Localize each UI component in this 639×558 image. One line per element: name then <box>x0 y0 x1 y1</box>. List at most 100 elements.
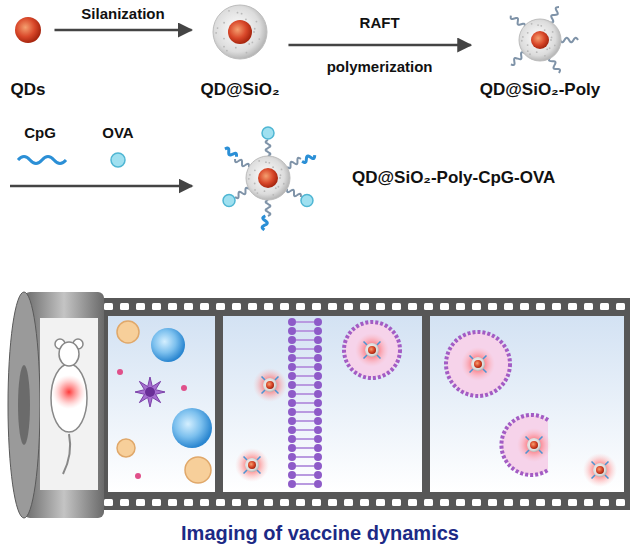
nanoparticle-part <box>262 216 267 230</box>
vaccine-particle-icon <box>355 333 389 367</box>
nanoparticle-part <box>560 38 578 43</box>
nanoparticle-part <box>522 36 524 38</box>
film-strip <box>488 303 497 310</box>
vaccine-particle-icon <box>592 462 596 466</box>
nanoparticle-part <box>256 21 258 23</box>
cell-membrane <box>296 429 314 431</box>
film-strip <box>152 303 161 310</box>
film-strip <box>328 303 337 310</box>
nanoparticle-part <box>248 178 250 180</box>
film-strip <box>376 303 385 310</box>
nanoparticle-part <box>527 50 529 52</box>
nanoparticle-part <box>301 195 313 207</box>
nanoparticle-part <box>223 22 225 24</box>
nanoparticle-part <box>228 20 252 44</box>
film-strip <box>600 499 609 506</box>
vaccine-particle-icon <box>517 428 551 462</box>
vaccine-particle-icon <box>275 390 279 394</box>
film-strip <box>136 499 145 506</box>
nanoparticle-part <box>215 32 217 34</box>
nanoparticle-part <box>254 189 256 191</box>
immune-cells <box>172 408 212 448</box>
ova-antigen <box>111 153 125 167</box>
nanoparticle-part <box>228 10 230 12</box>
vaccine-particle-icon <box>592 475 596 479</box>
film-strip <box>408 499 417 506</box>
film-strip <box>296 499 305 506</box>
vaccine-particle-icon <box>364 355 368 359</box>
cell-membrane <box>314 354 322 362</box>
reaction-arrow <box>288 44 470 47</box>
cell-membrane <box>296 357 314 359</box>
nanoparticle-part <box>258 168 278 188</box>
vaccine-particle-icon <box>526 450 530 454</box>
film-strip <box>430 316 624 492</box>
nanoparticle-part <box>254 169 256 171</box>
film-strip <box>312 499 321 506</box>
immune-cells <box>117 321 212 483</box>
conjugation-arrow <box>10 185 192 188</box>
film-strip <box>120 303 129 310</box>
cell-membrane <box>288 318 322 488</box>
cell-membrane <box>314 399 322 407</box>
film-strip <box>280 303 289 310</box>
film-strip <box>360 499 369 506</box>
film-strip <box>232 499 241 506</box>
film-strip <box>184 303 193 310</box>
nanoparticle-part <box>225 148 237 157</box>
cell-membrane <box>296 411 314 413</box>
film-strip <box>568 499 577 506</box>
film-strip <box>296 303 305 310</box>
film-strip <box>223 316 422 492</box>
vaccine-particle-icon <box>474 360 482 368</box>
nanoparticle-part <box>223 46 225 48</box>
cell-membrane <box>314 462 322 470</box>
cell-membrane <box>314 372 322 380</box>
nanoparticle-part <box>521 40 523 42</box>
nanoparticle-part <box>552 31 554 33</box>
nanoparticle-part <box>302 155 315 162</box>
film-roll <box>40 318 98 490</box>
nanoparticle-part <box>249 174 251 176</box>
nanoparticle-part <box>511 7 578 73</box>
nanoparticle-part <box>277 186 279 188</box>
cell-membrane <box>314 417 322 425</box>
nanoparticle-part <box>551 37 553 39</box>
film-strip <box>152 499 161 506</box>
vaccine-particle-icon <box>365 343 379 357</box>
film-strip <box>344 303 353 310</box>
vaccine-particle-icon <box>530 441 538 449</box>
cell-membrane <box>288 363 296 371</box>
film-strip <box>504 303 513 310</box>
nanoparticle-part <box>529 53 531 55</box>
cell-membrane <box>314 435 322 443</box>
nanoparticle-part <box>544 29 546 31</box>
nanoparticle-part <box>237 12 239 14</box>
film-strip <box>568 303 577 310</box>
film-strip <box>440 499 449 506</box>
cell-membrane <box>288 399 296 407</box>
cell-membrane <box>296 465 314 467</box>
cell-membrane <box>288 408 296 416</box>
vaccine-particle-icon <box>235 333 617 487</box>
nanoparticle-node: QD@SiO₂ <box>198 2 283 102</box>
film-strip <box>344 499 353 506</box>
cell-membrane <box>296 321 314 323</box>
nanoparticle-part <box>268 162 270 164</box>
film-strip <box>520 303 529 310</box>
cell-membrane <box>314 471 322 479</box>
nanoparticle-part <box>279 177 281 179</box>
nanoparticle-node: QD@SiO₂-Poly-CpG-OVA <box>214 124 561 232</box>
film-strip <box>216 499 225 506</box>
endosome <box>344 322 548 475</box>
vaccine-particle-icon <box>364 342 368 346</box>
nanoparticle-part <box>549 57 560 73</box>
step-label: RAFT polymerization <box>315 1 445 89</box>
cell-membrane <box>296 366 314 368</box>
cell-membrane <box>296 384 314 386</box>
cell-membrane <box>288 453 296 461</box>
vaccine-particle-icon <box>605 475 609 479</box>
cell-membrane <box>288 336 296 344</box>
cell-membrane <box>288 417 296 425</box>
cell-membrane <box>288 345 296 353</box>
